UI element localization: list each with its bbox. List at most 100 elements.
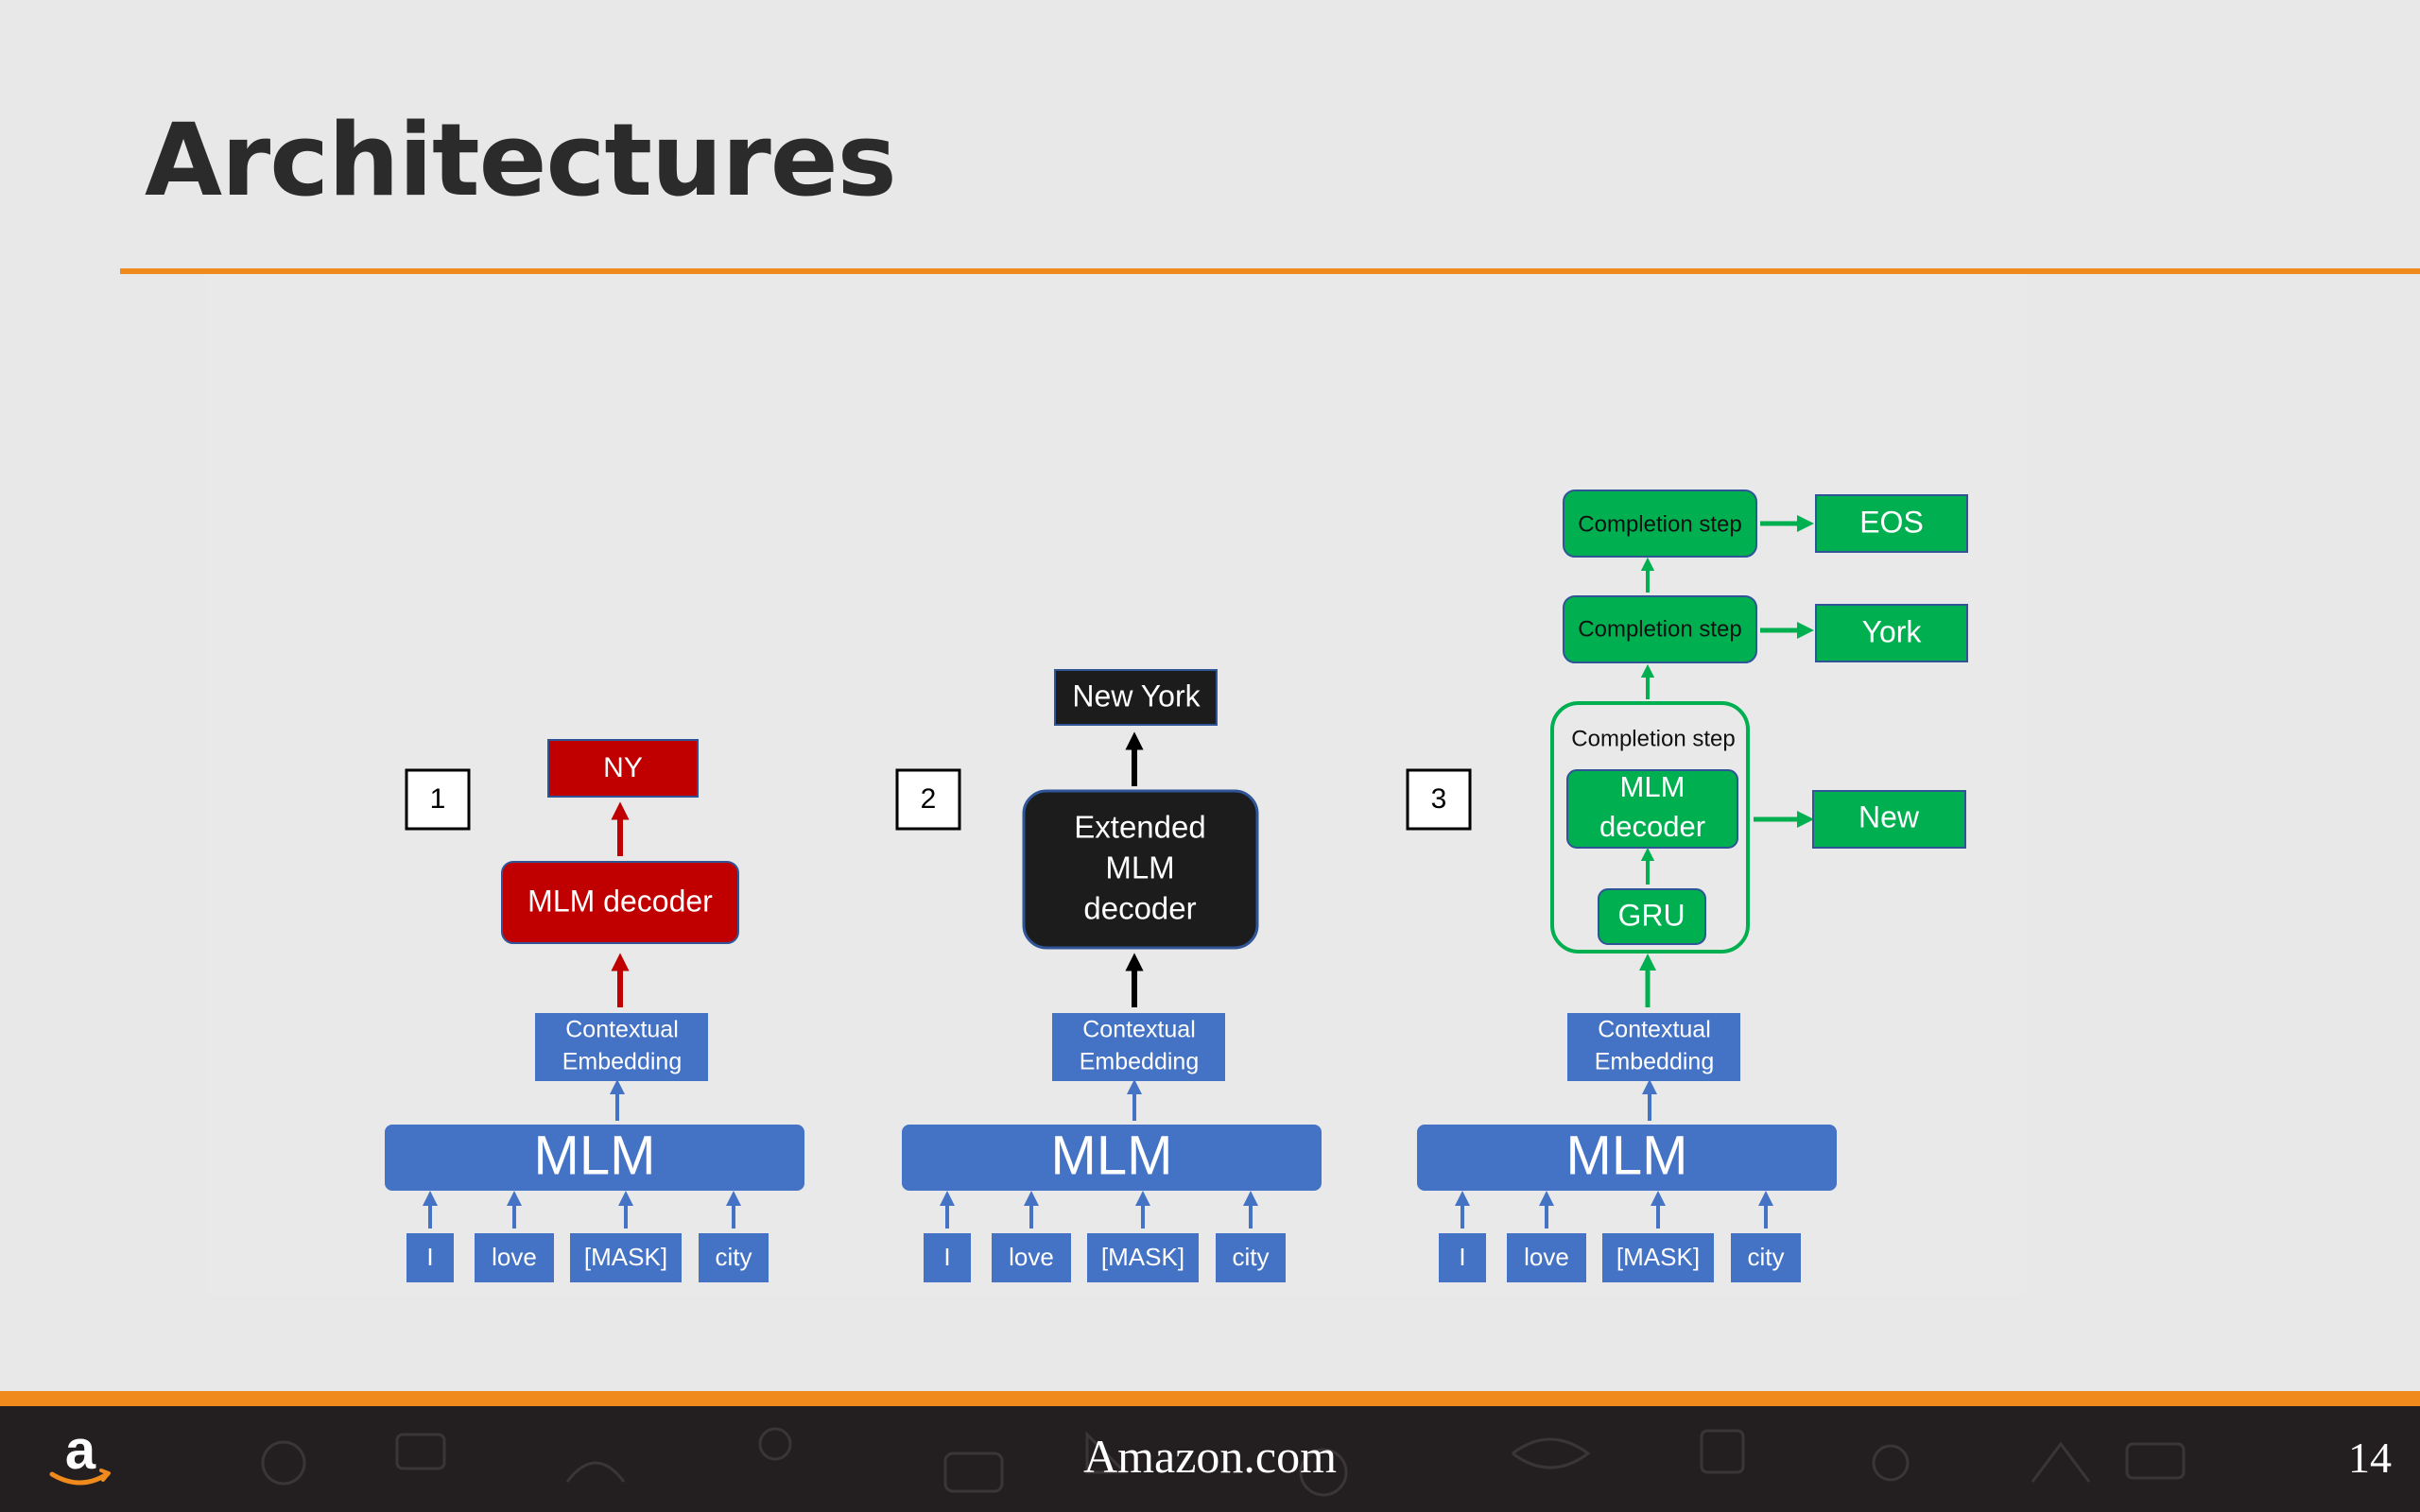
token-label-3-1: I [1459, 1243, 1465, 1271]
arch-number-badge-2 [895, 768, 961, 831]
mlm-block-1 [385, 1125, 804, 1191]
token-2-2 [992, 1233, 1071, 1282]
token-1-3 [570, 1233, 682, 1282]
arch1-output-label: NY [603, 752, 643, 783]
mlm-label-3-line: MLM [1566, 1125, 1688, 1186]
arch3-output-eos-label: EOS [1859, 505, 1924, 539]
arch3-gru-label: GRU [1617, 898, 1685, 932]
arch3-output-eos [1815, 494, 1968, 553]
token-3-2 [1507, 1233, 1586, 1282]
token-label-2-3-line: [MASK] [1101, 1243, 1184, 1271]
arch3-gru [1598, 888, 1706, 945]
arch3-output-new-label-line: New [1858, 799, 1920, 833]
arch-number-badge-1 [405, 768, 471, 831]
arch2-extended-decoder-label-line: MLM [1105, 850, 1174, 885]
token-label-1-1: I [426, 1243, 433, 1271]
arch-number-badge-3 [1406, 768, 1472, 831]
token-label-3-4-line: city [1748, 1243, 1785, 1271]
token-2-4 [1216, 1233, 1286, 1282]
token-label-3-2-line: love [1524, 1243, 1569, 1271]
contextual-embedding-label-3-line: Contextual [1598, 1017, 1711, 1043]
arch3-output-new [1812, 790, 1966, 849]
token-label-1-2: love [492, 1243, 537, 1271]
arch-number-label-3: 3 [1431, 783, 1447, 815]
mlm-block-3 [1417, 1125, 1837, 1191]
slide-title: Architectures [145, 102, 897, 218]
amazon-logo: a [43, 1419, 118, 1495]
token-label-2-2: love [1009, 1243, 1054, 1271]
contextual-embedding-3 [1567, 1013, 1740, 1081]
token-label-1-4: city [716, 1243, 752, 1271]
contextual-embedding-label-1-line: Contextual [565, 1017, 679, 1043]
arch3-output-new-label: New [1858, 799, 1920, 833]
token-label-3-1-line: I [1459, 1243, 1465, 1271]
slide-footer: a Amazon.com 14 [0, 1391, 2420, 1512]
contextual-embedding-label-1-line: Embedding [562, 1049, 682, 1075]
token-label-1-4-line: city [716, 1243, 752, 1271]
arch3-gru-label-line: GRU [1617, 898, 1685, 932]
arch3-mlm-decoder-label-line: decoder [1599, 810, 1705, 843]
arch-number-label-2: 2 [921, 783, 937, 815]
arch3-mlm-decoder-label: MLM decoder [1599, 770, 1705, 843]
token-label-3-4: city [1748, 1243, 1785, 1271]
amazon-logo-letter: a [65, 1419, 96, 1481]
arch3-completion-step-3-label-line: Completion step [1578, 511, 1741, 537]
arch3-completion-step-label: Completion step [1571, 726, 1735, 751]
token-label-1-3-line: [MASK] [584, 1243, 667, 1271]
arch2-output-new-york [1054, 669, 1218, 726]
contextual-embedding-2 [1052, 1013, 1225, 1081]
footer-brand-text: Amazon.com [1083, 1430, 1337, 1483]
footer-accent-band [0, 1391, 2420, 1406]
arch-number-label-2-line: 2 [921, 783, 937, 815]
arch3-mlm-decoder-label-line: MLM [1620, 770, 1685, 803]
arch-number-label-1-line: 1 [430, 783, 446, 815]
arch3-completion-step-2-label: Completion step [1578, 616, 1741, 642]
arch-number-label-3-line: 3 [1431, 783, 1447, 815]
arch3-output-eos-label-line: EOS [1859, 505, 1924, 539]
arch3-completion-step-3-label: Completion step [1578, 511, 1741, 537]
arch3-output-york-label: York [1862, 614, 1923, 648]
arch-number-label-1: 1 [430, 783, 446, 815]
arch3-completion-step-3 [1563, 490, 1757, 558]
token-label-2-4: city [1233, 1243, 1270, 1271]
arch1-output-label-line: NY [603, 752, 643, 783]
token-3-3 [1602, 1233, 1714, 1282]
arch3-completion-step-2-label-line: Completion step [1578, 616, 1741, 642]
arch2-output-label: New York [1072, 679, 1201, 713]
token-label-2-3: [MASK] [1101, 1243, 1184, 1271]
arch1-mlm-decoder-label: MLM decoder [527, 884, 713, 918]
token-2-1 [924, 1233, 971, 1282]
token-1-1 [406, 1233, 454, 1282]
arch2-extended-decoder-label-line: Extended [1074, 810, 1205, 845]
token-label-1-3: [MASK] [584, 1243, 667, 1271]
contextual-embedding-label-3-line: Embedding [1595, 1049, 1714, 1075]
arch3-completion-step-outline [1550, 701, 1750, 954]
arch1-mlm-decoder [501, 861, 739, 944]
contextual-embedding-label-2-line: Contextual [1082, 1017, 1196, 1043]
arch3-completion-step-label-line: Completion step [1571, 726, 1735, 751]
token-label-2-2-line: love [1009, 1243, 1054, 1271]
mlm-label-1-line: MLM [534, 1125, 656, 1186]
mlm-label-2: MLM [1051, 1125, 1173, 1186]
contextual-embedding-1 [535, 1013, 708, 1081]
page-number: 14 [2348, 1434, 2392, 1482]
token-label-2-4-line: city [1233, 1243, 1270, 1271]
arch3-output-york [1815, 604, 1968, 662]
mlm-label-1: MLM [534, 1125, 656, 1186]
token-label-3-3-line: [MASK] [1616, 1243, 1700, 1271]
mlm-label-3: MLM [1566, 1125, 1688, 1186]
arch2-extended-decoder-label-line: decoder [1083, 891, 1196, 926]
contextual-embedding-label-2-line: Embedding [1080, 1049, 1199, 1075]
footer-doodle-pattern [261, 1427, 2186, 1497]
token-label-2-1: I [943, 1243, 950, 1271]
token-label-3-3: [MASK] [1616, 1243, 1700, 1271]
token-1-2 [475, 1233, 554, 1282]
arch1-mlm-decoder-label-line: MLM decoder [527, 884, 713, 918]
token-1-4 [699, 1233, 769, 1282]
token-label-3-2: love [1524, 1243, 1569, 1271]
